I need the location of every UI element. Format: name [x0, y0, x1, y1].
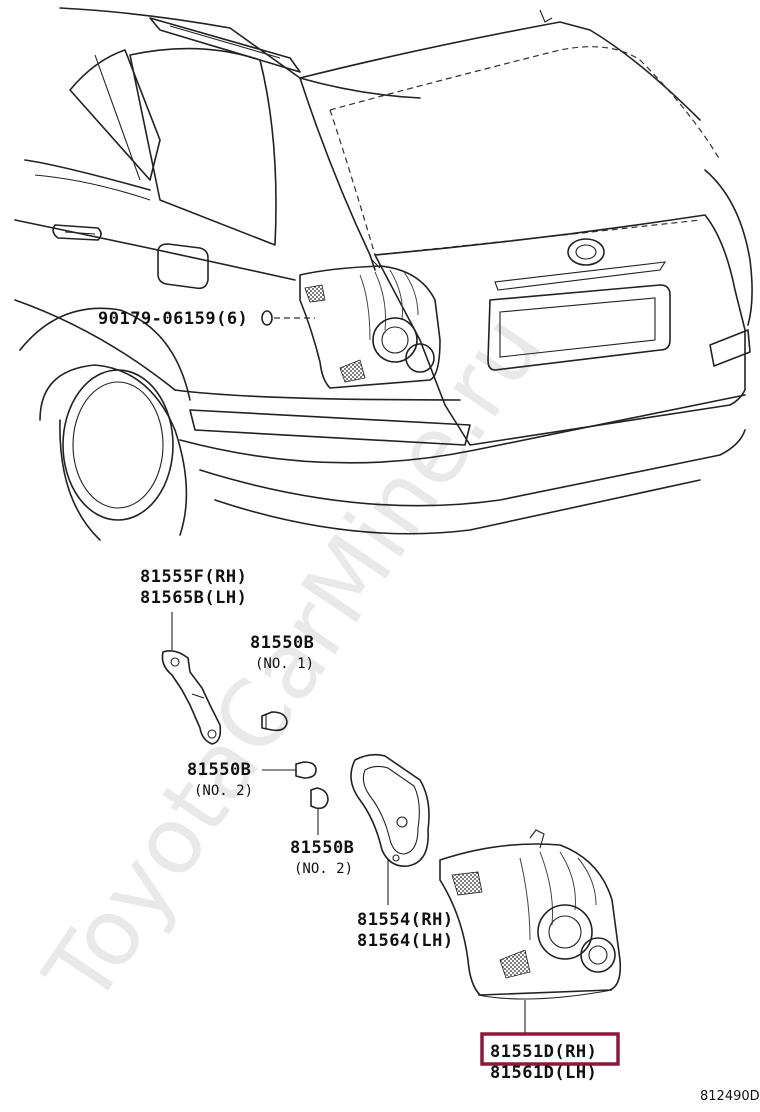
lamp-rh-highlight[interactable]: 81551D(RH): [480, 1032, 620, 1066]
bulb-no1-part-label: 81550B: [250, 633, 314, 653]
gasket-rh-label: 81554(RH): [357, 910, 454, 930]
bulb-no2b-note-label: (NO. 2): [294, 861, 353, 877]
lamp-rh-label[interactable]: 81551D(RH): [490, 1042, 597, 1062]
vehicle-rear-illustration: [14, 7, 753, 541]
screw-part-label: 90179-06159(6): [98, 309, 248, 329]
bulb-no2-lower-icon: [310, 787, 329, 835]
tail-lamp-assembly-icon: [439, 829, 622, 1036]
bulb-no2a-note-label: (NO. 2): [194, 783, 253, 799]
bulb-no1-note-label: (NO. 1): [255, 656, 314, 672]
bulb-no2-upper-icon: [262, 761, 317, 779]
socket-rh-label: 81555F(RH): [140, 567, 247, 587]
socket-lh-label: 81565B(LH): [140, 588, 247, 608]
socket-wire-icon: [161, 612, 222, 745]
bulb-no2b-part-label: 81550B: [290, 838, 354, 858]
lamp-lh-label: 81561D(LH): [490, 1063, 597, 1083]
gasket-lh-label: 81564(LH): [357, 931, 454, 951]
screw-icon: [261, 310, 315, 326]
gasket-icon: [350, 753, 430, 905]
bulb-no1-icon: [261, 711, 288, 732]
vehicle-tail-lamp: [299, 259, 441, 389]
figure-code: 812490D: [700, 1089, 760, 1104]
bulb-no2a-part-label: 81550B: [187, 760, 251, 780]
